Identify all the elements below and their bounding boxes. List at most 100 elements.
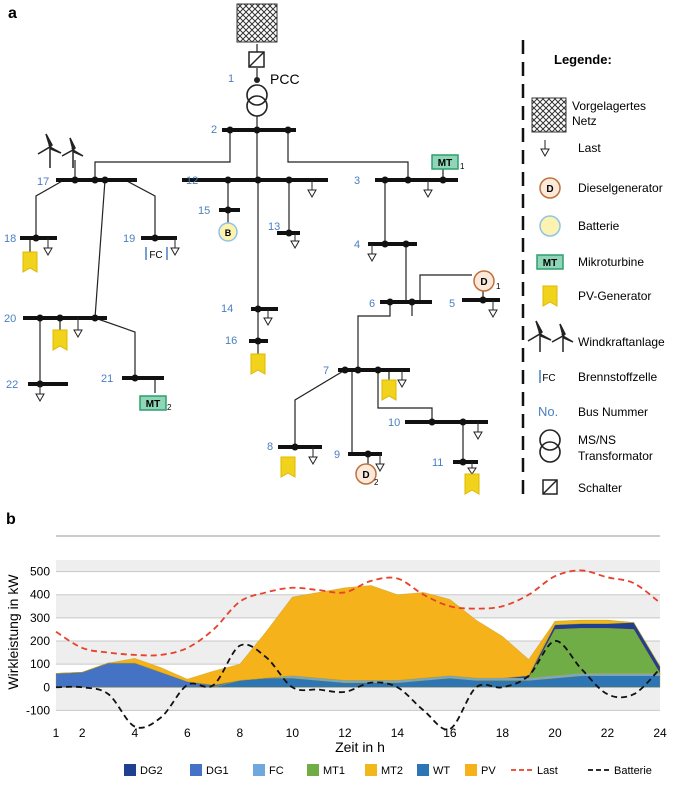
panel-b-label: b: [6, 511, 16, 528]
legend-transformer-line1: MS/NS: [578, 433, 616, 447]
x-tick-label: 2: [79, 726, 86, 740]
x-tick-label: 18: [496, 726, 510, 740]
svg-text:8: 8: [267, 441, 273, 453]
transformer-icon: [246, 84, 268, 117]
svg-text:11: 11: [432, 457, 443, 469]
x-tick-label: 22: [601, 726, 615, 740]
svg-text:D: D: [480, 277, 487, 288]
panel-a-label: a: [8, 5, 17, 22]
svg-text:7: 7: [323, 365, 329, 377]
legend-swatch-dg2: [124, 764, 136, 776]
legend-battery: Batterie: [578, 219, 620, 233]
svg-text:19: 19: [123, 233, 135, 245]
load-arrows: [35, 180, 498, 475]
y-tick-label: 500: [30, 565, 50, 579]
x-tick-label: 16: [443, 726, 457, 740]
y-tick-label: 100: [30, 657, 50, 671]
bus-nodes: [32, 126, 487, 466]
svg-text:20: 20: [4, 313, 16, 325]
svg-text:1: 1: [460, 162, 465, 171]
svg-text:1: 1: [496, 282, 501, 291]
x-tick-label: 20: [548, 726, 562, 740]
diesel-legend-icon: D: [539, 177, 561, 199]
svg-text:5: 5: [449, 298, 455, 310]
legend-fuelcell: Brennstoffzelle: [578, 370, 657, 384]
svg-text:18: 18: [4, 233, 16, 245]
svg-text:21: 21: [101, 373, 113, 385]
svg-text:3: 3: [354, 175, 360, 187]
x-tick-label: 4: [131, 726, 138, 740]
svg-text:12: 12: [186, 175, 198, 187]
pv-legend-icon: [542, 285, 558, 307]
legend-grid-line1: Vorgelagertes: [572, 99, 646, 113]
diesel-generator-1: D 1: [473, 270, 501, 292]
legend-title: Legende:: [554, 52, 612, 67]
svg-text:2: 2: [211, 124, 217, 136]
y-tick-label: 400: [30, 588, 50, 602]
svg-text:10: 10: [388, 417, 400, 429]
svg-text:MT: MT: [146, 399, 160, 410]
x-tick-label: 10: [286, 726, 300, 740]
svg-text:22: 22: [6, 379, 18, 391]
svg-text:D: D: [546, 184, 553, 195]
busno-legend-icon: No.: [538, 404, 558, 419]
svg-text:MT: MT: [543, 258, 557, 269]
microturbine-legend-icon: MT: [536, 254, 564, 270]
svg-text:4: 4: [354, 239, 360, 251]
legend-busno: Bus Nummer: [578, 405, 648, 419]
chart-areas: [55, 585, 661, 688]
legend-transformer-line2: Transformator: [578, 449, 653, 463]
legend-label-mt1: MT1: [323, 765, 345, 777]
svg-text:17: 17: [37, 176, 49, 188]
microturbine-2: MT 2: [139, 395, 172, 412]
legend-label-wt: WT: [433, 765, 450, 777]
legend-swatch-wt: [417, 764, 429, 776]
bus-bars: [20, 128, 500, 464]
svg-text:B: B: [225, 228, 232, 238]
bus-number-labels: 1 2 3 4 5 6 7 8 9 10 11 12 13 14 15 16 1…: [4, 73, 455, 469]
network-lines: [29, 44, 484, 465]
legend-label-mt2: MT2: [381, 765, 403, 777]
x-tick-label: 14: [391, 726, 405, 740]
y-axis-label: Wirkleistung in kW: [5, 574, 21, 690]
legend-swatch-pv: [465, 764, 477, 776]
y-tick-label: 0: [43, 680, 50, 694]
switch-legend-icon: [542, 479, 558, 495]
x-tick-label: 1: [53, 726, 60, 740]
load-legend-icon: [540, 140, 550, 158]
chart-lines: [55, 569, 661, 731]
battery-legend-icon: [539, 215, 561, 237]
legend-pv: PV-Generator: [578, 289, 651, 303]
legend-switch: Schalter: [578, 481, 622, 495]
legend-grid-line2: Netz: [572, 114, 597, 128]
area-pv: [55, 585, 661, 686]
fuel-cell: FC: [145, 247, 168, 261]
legend-swatch-fc: [253, 764, 265, 776]
switch-icon: [248, 51, 265, 68]
svg-text:D: D: [362, 470, 369, 481]
legend-label-dg1: DG1: [206, 765, 229, 777]
svg-text:6: 6: [369, 298, 375, 310]
y-tick-label: 200: [30, 634, 50, 648]
legend-wind: Windkraftanlage: [578, 335, 665, 349]
legend-label-dg2: DG2: [140, 765, 163, 777]
diagram-legend: Legende: Vorgelagertes Netz Last D Diese…: [521, 40, 665, 500]
line-batterie: [55, 640, 661, 731]
fuelcell-legend-icon: FC: [539, 370, 556, 384]
diesel-generator-2: D 2: [355, 463, 379, 487]
x-axis-label: Zeit in h: [335, 739, 385, 755]
svg-text:16: 16: [225, 335, 237, 347]
svg-text:2: 2: [167, 403, 172, 412]
svg-text:13: 13: [268, 221, 280, 233]
network-diagram: a: [4, 3, 501, 495]
legend-swatch-mt1: [307, 764, 319, 776]
svg-text:FC: FC: [149, 250, 162, 261]
svg-text:15: 15: [198, 205, 210, 217]
x-tick-label: 6: [184, 726, 191, 740]
wind-turbines-icon: [37, 133, 84, 168]
svg-text:14: 14: [221, 303, 233, 315]
legend-diesel: Dieselgenerator: [578, 181, 663, 195]
